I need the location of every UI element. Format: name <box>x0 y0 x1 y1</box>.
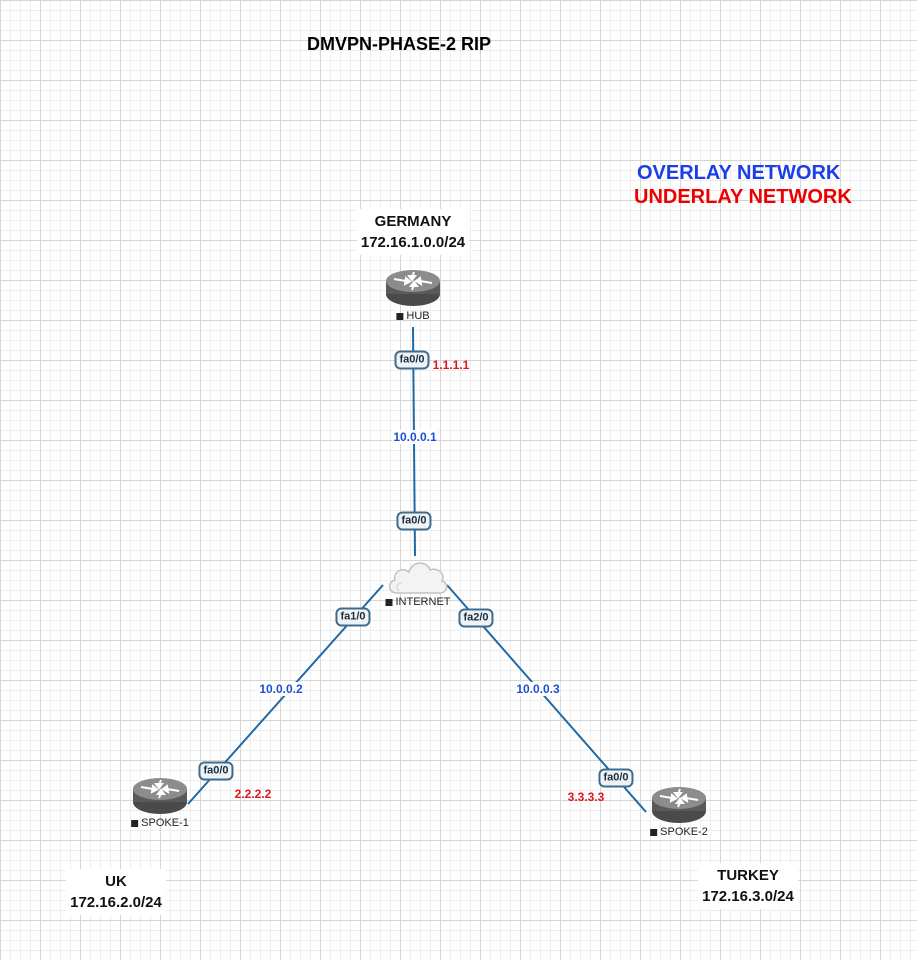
internet-marker-icon <box>385 598 393 606</box>
site-germany-name: GERMANY <box>374 213 452 230</box>
site-germany: GERMANY 172.16.1.0.0/24 <box>356 209 470 255</box>
spoke1-router-icon[interactable] <box>131 776 189 816</box>
internet-cloud-icon[interactable] <box>385 555 451 597</box>
internet-port-fa1-0[interactable]: fa1/0 <box>335 607 371 627</box>
internet-label-text: INTERNET <box>395 596 451 608</box>
spoke2-label: SPOKE-2 <box>650 826 708 838</box>
spoke1-label-text: SPOKE-1 <box>141 817 189 829</box>
site-uk-name: UK <box>105 873 127 890</box>
site-uk-subnet: 172.16.2.0/24 <box>70 894 162 911</box>
legend-overlay-network: OVERLAY NETWORK <box>637 162 841 184</box>
hub-underlay-ip: 1.1.1.1 <box>432 358 470 372</box>
spoke2-overlay-ip: 10.0.0.3 <box>515 682 561 696</box>
site-germany-subnet: 172.16.1.0.0/24 <box>360 234 466 251</box>
internet-label: INTERNET <box>385 596 451 608</box>
internet-port-fa0-0[interactable]: fa0/0 <box>396 511 432 531</box>
spoke1-label: SPOKE-1 <box>131 817 189 829</box>
legend-underlay-network: UNDERLAY NETWORK <box>634 186 852 208</box>
spoke2-marker-icon <box>650 828 658 836</box>
spoke2-underlay-ip: 3.3.3.3 <box>567 790 605 804</box>
spoke2-port-fa0-0[interactable]: fa0/0 <box>598 768 634 788</box>
site-uk: UK 172.16.2.0/24 <box>66 869 166 915</box>
hub-router-icon[interactable] <box>384 268 442 308</box>
hub-label-text: HUB <box>406 310 430 322</box>
internet-port-fa2-0[interactable]: fa2/0 <box>458 608 494 628</box>
site-turkey: TURKEY 172.16.3.0/24 <box>698 863 798 909</box>
spoke2-label-text: SPOKE-2 <box>660 826 708 838</box>
spoke1-overlay-ip: 10.0.0.2 <box>258 682 304 696</box>
hub-port-fa0-0[interactable]: fa0/0 <box>394 350 430 370</box>
spoke2-router-icon[interactable] <box>650 785 708 825</box>
site-turkey-subnet: 172.16.3.0/24 <box>702 888 794 905</box>
hub-marker-icon <box>396 312 404 320</box>
diagram-title: DMVPN-PHASE-2 RIP <box>307 34 492 54</box>
spoke1-underlay-ip: 2.2.2.2 <box>234 787 272 801</box>
spoke1-marker-icon <box>131 819 139 827</box>
hub-overlay-ip: 10.0.0.1 <box>392 430 438 444</box>
hub-label: HUB <box>396 310 430 322</box>
spoke1-port-fa0-0[interactable]: fa0/0 <box>198 761 234 781</box>
site-turkey-name: TURKEY <box>717 867 779 884</box>
